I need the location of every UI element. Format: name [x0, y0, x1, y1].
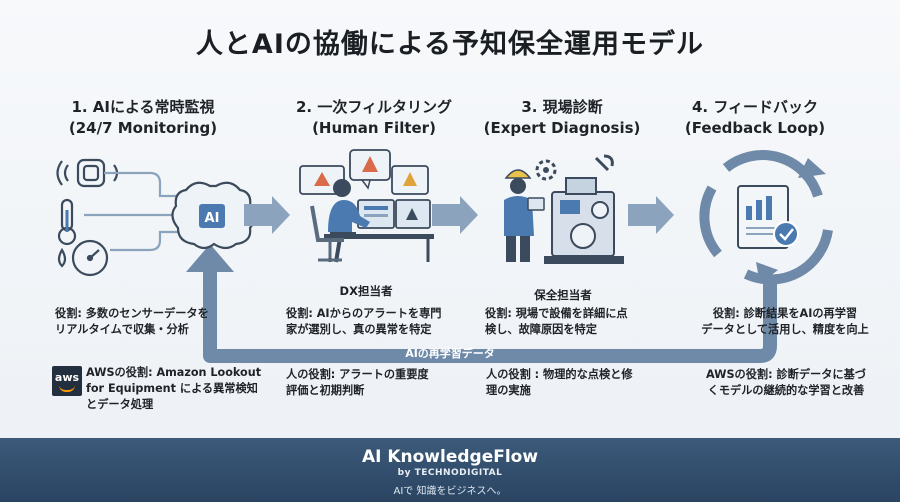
step-1-role: 役割: 多数のセンサーデータを リアルタイムで収集・分析	[55, 306, 255, 338]
aws-logo-text: aws	[54, 371, 80, 384]
step-3-heading-line2: (Expert Diagnosis)	[483, 119, 641, 137]
arrow-3-4	[628, 196, 674, 234]
aws-smile-icon	[59, 385, 75, 392]
step-2-role-line2: 家が選別し、真の異常を特定	[286, 323, 432, 336]
technician-caption: 保全担当者	[534, 288, 592, 302]
step-3-heading-line1: 3. 現場診断	[521, 98, 603, 116]
feedback-loop-illustration	[699, 150, 833, 285]
page-title: 人とAIの協働による予知保全運用モデル	[195, 29, 705, 60]
step-1-aws-role: AWSの役割: Amazon Lookout for Equipment による…	[86, 365, 276, 413]
step-2-heading: 2. 一次フィルタリング (Human Filter)	[264, 97, 484, 139]
arrow-2-3	[432, 196, 478, 234]
retraining-loop-label: AIの再学習データ	[405, 347, 495, 360]
sensor-line-1	[104, 171, 178, 198]
step-4-role-line1: 役割: 診断結果をAIの再学習	[712, 307, 858, 320]
drop-icon	[57, 247, 67, 268]
footer-banner	[0, 438, 900, 502]
step-3-role-line1: 役割: 現場で設備を詳細に点	[485, 307, 628, 320]
footer-brand: AI KnowledgeFlow	[361, 447, 539, 467]
sensor-icons	[56, 158, 178, 277]
arrow-1-2	[244, 196, 290, 234]
step-1-aws-line1: AWSの役割: Amazon Lookout	[86, 366, 262, 379]
retraining-loop-arrow	[186, 244, 777, 363]
step-4-heading-line1: 4. フィードバック	[691, 98, 819, 116]
flow-arrows	[244, 196, 674, 234]
step-4-role: 役割: 診断結果をAIの再学習 データとして活用し、精度を向上	[680, 306, 890, 338]
step-2-role: 役割: AIからのアラートを専門 家が選別し、真の異常を特定	[286, 306, 486, 338]
step-2-role-line1: 役割: AIからのアラートを専門	[286, 307, 442, 320]
thermometer-icon	[57, 198, 77, 246]
step-1-role-line2: リアルタイムで収集・分析	[55, 323, 189, 336]
dx-operator-caption: DX担当者	[339, 284, 393, 298]
step-3-heading: 3. 現場診断 (Expert Diagnosis)	[452, 97, 672, 139]
footer-by-line: by TECHNODIGITAL	[397, 468, 503, 478]
step-2-heading-line2: (Human Filter)	[312, 119, 436, 137]
dx-operator-illustration	[299, 149, 434, 263]
step-4-heading: 4. フィードバック (Feedback Loop)	[645, 97, 865, 139]
step-2-human-line1: 人の役割: アラートの重要度	[286, 368, 429, 381]
step-2-heading-line1: 2. 一次フィルタリング	[295, 98, 453, 116]
step-2-human-role: 人の役割: アラートの重要度 評価と初期判断	[286, 367, 486, 399]
step-4-role-line2: データとして活用し、精度を向上	[701, 323, 869, 336]
aws-logo: aws	[52, 366, 82, 396]
step-1-role-line1: 役割: 多数のセンサーデータを	[55, 307, 209, 320]
gauge-icon	[71, 239, 109, 277]
step-3-human-line2: 理の実施	[486, 384, 531, 397]
technician-illustration	[504, 154, 624, 264]
ai-chip-label: AI	[205, 211, 220, 226]
step-1-heading-line1: 1. AIによる常時監視	[71, 98, 215, 116]
sensor-line-3	[110, 230, 178, 252]
step-2-human-line2: 評価と初期判断	[286, 384, 365, 397]
step-1-heading-line2: (24/7 Monitoring)	[68, 119, 218, 137]
step-3-role-line2: 検し、故障原因を特定	[485, 323, 597, 336]
step-1-aws-line3: とデータ処理	[86, 398, 154, 411]
step-4-aws-line2: くモデルの継続的な学習と改善	[707, 384, 865, 397]
step-3-human-line1: 人の役割 : 物理的な点検と修	[486, 368, 633, 381]
step-4-heading-line2: (Feedback Loop)	[684, 119, 826, 137]
step-3-role: 役割: 現場で設備を詳細に点 検し、故障原因を特定	[485, 306, 685, 338]
step-3-human-role: 人の役割 : 物理的な点検と修 理の実施	[486, 367, 686, 399]
step-4-aws-role: AWSの役割: 診断データに基づ くモデルの継続的な学習と改善	[676, 367, 896, 399]
step-1-heading: 1. AIによる常時監視 (24/7 Monitoring)	[33, 97, 253, 139]
footer-tagline: AIで 知識をビジネスへ。	[393, 486, 507, 497]
step-4-aws-line1: AWSの役割: 診断データに基づ	[706, 368, 866, 381]
step-1-aws-line2: for Equipment による異常検知	[86, 382, 258, 395]
ai-brain-icon: AI	[171, 181, 257, 250]
process-illustration: AI	[56, 149, 833, 363]
